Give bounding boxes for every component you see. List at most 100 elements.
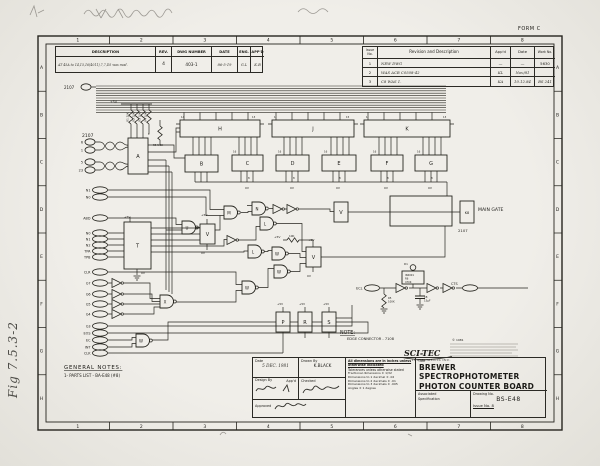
schematic-label: R1 20K [126, 112, 130, 122]
ic-label: R [303, 320, 307, 326]
schematic-label: 10K [289, 234, 295, 238]
approved-signature [274, 402, 307, 410]
schematic-label: +5V [201, 213, 208, 217]
grid-col-label: 3 [203, 424, 206, 430]
resistor-symbol [128, 109, 134, 125]
capacitor-symbol [415, 295, 425, 299]
ic-box-J [271, 119, 355, 138]
ic-box-unlabeled [401, 270, 425, 285]
gate-label: X [164, 300, 167, 305]
schematic-label: 0V [201, 251, 206, 255]
ic-box-F [370, 154, 404, 172]
grid-row-label: F [40, 301, 43, 307]
ic-label: B [200, 161, 204, 167]
grid-row-label: A [556, 65, 560, 71]
gate-label: W [275, 252, 279, 257]
issue-date: 10.12.84 [511, 77, 535, 86]
schematic-label: 0V [384, 186, 389, 190]
terminal-label: b6 [86, 293, 90, 297]
rev-strip-rev: 4 [156, 57, 172, 72]
resistor-symbol [146, 109, 152, 125]
schematic-label: 16 [324, 150, 328, 154]
issue-header-no: Issue No. [363, 47, 378, 59]
grid-col-label: 8 [521, 424, 524, 430]
terminal-oval-N0 [92, 229, 108, 237]
schematic-label: +5V [308, 238, 315, 242]
schematic-label: 8 [293, 176, 295, 180]
grid-col-label: 4 [267, 424, 270, 430]
grid-row-label: C [40, 160, 43, 166]
rev-strip-date: 86-5-19 [212, 57, 238, 72]
drawing-title-line2: PHOTON COUNTER BOARD [419, 381, 535, 391]
ic-label: P [281, 320, 284, 326]
terminal-oval-CLR [92, 268, 108, 276]
terminal-label: b4 [86, 313, 90, 317]
terminal-label: ECL [356, 287, 363, 291]
grid-col-label: 3 [203, 38, 206, 44]
grid-row-label: B [40, 112, 43, 118]
schematic-label: 16 [373, 150, 377, 154]
terminal-oval-6 [84, 138, 96, 146]
drawn-value: K.BLACK [313, 363, 332, 368]
terminal-oval-EOS [92, 329, 108, 337]
gate-label: W [245, 286, 249, 291]
grid-col-label: 5 [330, 38, 333, 44]
issue-work: BS 241 [538, 79, 552, 84]
schematic-label: +5V [274, 235, 281, 239]
grid-row-label: H [40, 396, 43, 402]
ic-label: G [429, 161, 433, 167]
schematic-wires [91, 86, 528, 354]
schematic-label: 15 [346, 115, 350, 119]
terminal-oval-TPA [92, 247, 108, 255]
ic-box-unlabeled [389, 195, 453, 227]
ic-box-H [179, 119, 261, 138]
terminal-oval-b5 [92, 300, 108, 308]
schematic-label: 0V [141, 271, 146, 275]
grid-row-label: A [40, 65, 44, 71]
terminal-label: CLR [84, 271, 91, 275]
schematic-label: 2107 [82, 133, 94, 139]
ic-box-V [305, 246, 322, 268]
issue-appd: KA [491, 77, 511, 86]
terminal-oval-5 [84, 158, 96, 166]
grid-row-label: B [556, 112, 559, 118]
issue-work [535, 68, 555, 77]
title-label: Title [418, 359, 426, 363]
schematic-label: 8 [339, 176, 341, 180]
tolerance-line: Fractional dimensions ± 1/32 [348, 371, 392, 375]
revision-strip: DESCRIPTION REV. DWG NUMBER DATE ENG. AP… [55, 46, 264, 73]
schematic-label: R5 5.6K [153, 143, 163, 147]
issue-desc: WAS ACB C0508-42 [378, 68, 491, 77]
resistor-symbol [286, 237, 300, 243]
ic-box-A [127, 137, 149, 175]
schematic-label: +5V [323, 302, 329, 306]
schematic-label: 0V [307, 274, 312, 278]
resistor-symbol [134, 109, 140, 125]
terminal-oval-N0 [92, 193, 108, 201]
rev-strip-dwg-number: 403-1 [172, 57, 212, 72]
schematic-label: 0V [245, 186, 250, 190]
ic-label: V [339, 210, 343, 216]
schematic-label: INSTRUMENTS INC. [412, 358, 451, 362]
ground-symbol [380, 308, 388, 314]
schematic-label: © 1981 [452, 338, 464, 342]
schematic-label: 8 [248, 176, 250, 180]
inverter-gate [111, 308, 124, 320]
issue-appd: KL [491, 68, 511, 77]
ic-label: C [246, 161, 250, 167]
schematic-label: 470K [405, 280, 412, 284]
terminal-oval-INT [92, 343, 108, 351]
resistor-symbol [381, 293, 387, 309]
schematic-label: 16 [233, 150, 237, 154]
inverter-gate [272, 203, 285, 215]
gate-label: W [139, 339, 143, 344]
ic-label: V [206, 232, 210, 238]
inverter-gate [395, 282, 408, 294]
schematic-label: 1- PARTS LIST - BA-E48 (#8) [64, 373, 120, 378]
schematic-label: 2107 [64, 85, 75, 90]
ic-label: A [136, 154, 140, 160]
ic-box-C [231, 154, 264, 172]
gate-label: N [256, 207, 259, 212]
schematic-label: R2 20K [132, 112, 136, 122]
